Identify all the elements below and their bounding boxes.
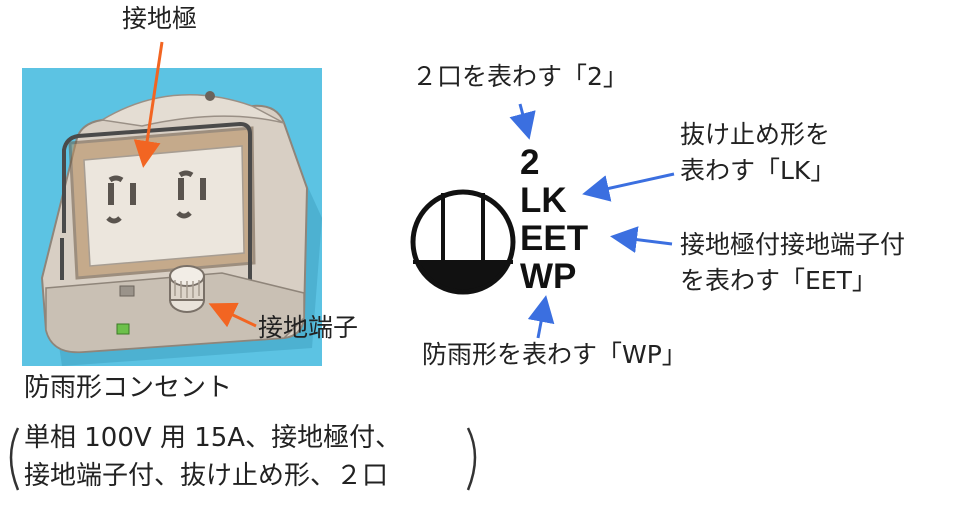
- grounding-pole-label: 接地極: [122, 4, 198, 33]
- caption-line1: 単相 100V 用 15A、接地極付、: [24, 423, 402, 453]
- code-wp: WP: [520, 257, 577, 296]
- eet-annotation-line1: 接地極付接地端子付: [680, 230, 906, 259]
- wp-annotation: 防雨形を表わす「WP」: [422, 340, 687, 369]
- caption-title: 防雨形コンセント: [24, 373, 233, 403]
- lock-annotation-line2: 表わす「LK」: [680, 156, 836, 185]
- code-2: 2: [520, 143, 540, 182]
- outlet-photo: [22, 68, 322, 366]
- lock-arrow: [582, 172, 675, 202]
- wp-arrow: [527, 295, 555, 339]
- caption-line2: 接地端子付、抜け止め形、２口: [24, 461, 389, 491]
- caption-left-paren: [9, 427, 20, 491]
- eet-annotation-line2: を表わす「EET」: [680, 266, 877, 295]
- grounding-terminal-label: 接地端子: [258, 313, 359, 342]
- two-outlet-annotation: ２口を表わす「2」: [412, 62, 628, 91]
- code-lk: LK: [520, 181, 567, 220]
- two-outlet-arrow: [509, 103, 536, 140]
- eet-arrow: [610, 226, 673, 254]
- outlet-symbol: [410, 189, 516, 295]
- caption-right-paren: [466, 427, 477, 491]
- code-eet: EET: [520, 219, 589, 258]
- lock-annotation-line1: 抜け止め形を: [680, 120, 831, 149]
